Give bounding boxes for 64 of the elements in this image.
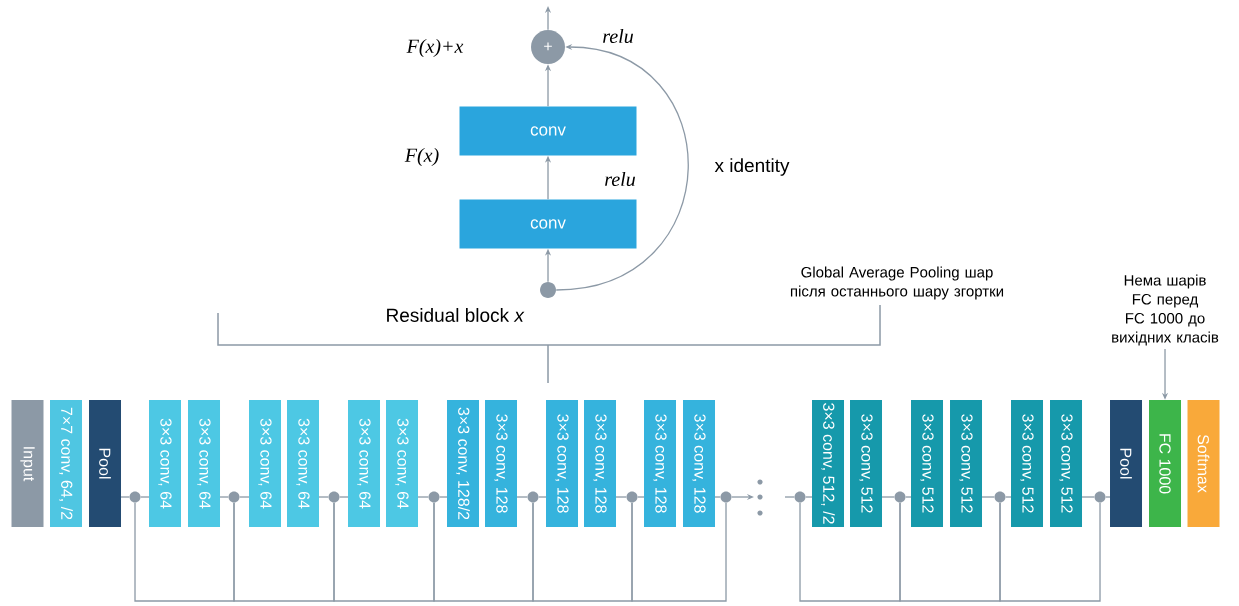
layer-box: 3×3 conv, 128 — [546, 400, 578, 527]
skip-connection — [999, 502, 1101, 602]
skip-connection — [318, 496, 329, 498]
skip-connection — [417, 496, 429, 498]
skip-connection — [981, 496, 995, 498]
skip-connection — [339, 496, 349, 498]
layer-box: 3×3 conv, 64 — [386, 400, 418, 527]
conv-box: conv — [459, 199, 637, 249]
skip-connection — [433, 502, 534, 602]
skip-connection — [439, 496, 448, 498]
skip-connection — [714, 496, 721, 498]
skip-connection — [219, 496, 229, 498]
skip-connection — [799, 502, 901, 602]
layer-box: 3×3 conv, 128 — [584, 400, 616, 527]
skip-connection — [899, 502, 1001, 602]
math-label: relu — [603, 28, 633, 44]
conv-box: conv — [459, 106, 637, 156]
skip-connection — [239, 496, 250, 498]
skip-connection — [631, 502, 727, 602]
layer-box: Pool — [89, 400, 121, 527]
layer-box: 3×3 conv, 64 — [249, 400, 281, 527]
layer-box: 3×3 conv, 512 — [1011, 400, 1043, 527]
text-label: x identity — [714, 158, 790, 176]
text-label: Residual block x — [387, 308, 525, 322]
layer-box: 3×3 conv, 128 — [644, 400, 676, 527]
layer-box: 3×3 conv, 512 — [1050, 400, 1082, 527]
skip-connection — [538, 496, 547, 498]
layer-box: 7×7 conv, 64, /2 — [50, 400, 82, 527]
math-label: relu — [605, 171, 635, 187]
layer-box: 3×3 conv, 64 — [287, 400, 319, 527]
layer-box: 3×3 conv, 64 — [348, 400, 380, 527]
skip-connection — [134, 502, 235, 602]
skip-connection — [333, 502, 435, 602]
layer-box: 3×3 conv, 128/2 — [447, 400, 479, 527]
skip-connection — [1005, 496, 1012, 498]
note-text: Нема шарів FC перед FC 1000 до вихідних класів — [1112, 274, 1219, 346]
layer-box: 3×3 conv, 512, /2 — [812, 400, 844, 527]
math-label: F(x) — [404, 147, 439, 167]
layer-box: 3×3 conv, 64 — [149, 400, 181, 527]
layer-box: 3×3 conv, 512 — [850, 400, 882, 527]
text-label: Global Average Pooling шар після останнього шару згортки — [790, 266, 1004, 300]
skip-connection — [140, 496, 150, 498]
skip-connection — [1105, 496, 1111, 498]
layer-box: 3×3 conv, 512 — [911, 400, 943, 527]
layer-box: 3×3 conv, 128 — [683, 400, 715, 527]
skip-connection — [1081, 496, 1095, 498]
skip-connection — [120, 496, 130, 498]
layer-box: FC 1000 — [1149, 400, 1181, 527]
layer-box: Input — [11, 400, 44, 527]
skip-connection — [615, 496, 627, 498]
layer-box: Pool — [1110, 400, 1142, 527]
skip-connection — [881, 496, 895, 498]
skip-connection — [233, 502, 335, 602]
math-label: F(x)+x — [406, 38, 464, 58]
skip-connection — [516, 496, 528, 498]
layer-box: 3×3 conv, 128 — [485, 400, 517, 527]
layer-box: 3×3 conv, 512 — [950, 400, 982, 527]
layer-box: 3×3 conv, 64 — [188, 400, 220, 527]
skip-connection — [532, 502, 633, 602]
skip-connection — [905, 496, 912, 498]
junction-dot — [540, 282, 556, 298]
layer-box: Softmax — [1187, 400, 1220, 527]
skip-connection — [805, 496, 813, 498]
skip-connection — [637, 496, 645, 498]
